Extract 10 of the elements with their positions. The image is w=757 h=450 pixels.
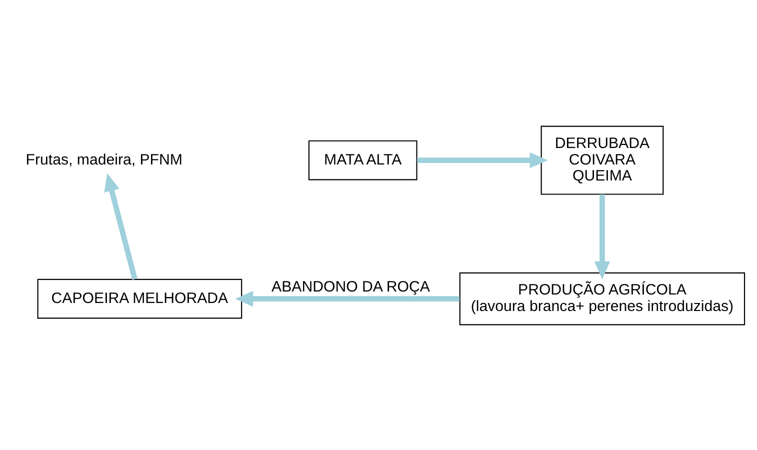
arrow	[594, 194, 610, 279]
node-text: Frutas, madeira, PFNM	[26, 150, 182, 168]
edge-label: ABANDONO DA ROÇA	[272, 278, 430, 295]
node-box: DERRUBADA COIVARA QUEIMA	[540, 125, 664, 194]
arrow	[417, 152, 548, 168]
node-box: MATA ALTA	[308, 140, 418, 180]
node-box: CAPOEIRA MELHORADA	[37, 278, 242, 318]
node-box: PRODUÇÃO AGRÍCOLA (lavoura branca+ perenes introduzidas)	[459, 272, 746, 325]
arrow	[104, 172, 138, 280]
arrow	[235, 290, 460, 306]
